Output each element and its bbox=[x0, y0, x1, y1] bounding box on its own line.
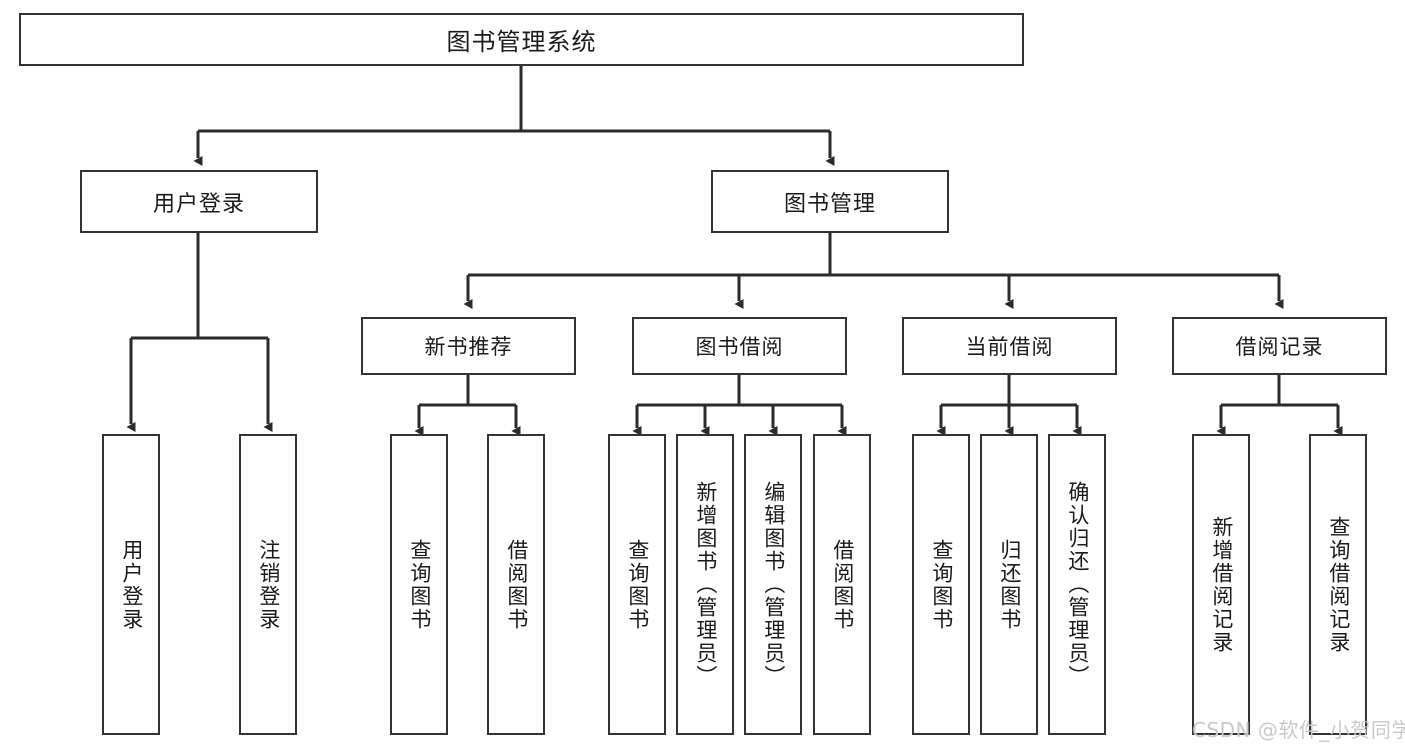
leaf-return-book[interactable]: 归还图书 bbox=[980, 434, 1038, 735]
node-label: 当前借阅 bbox=[965, 335, 1054, 359]
leaf-edit-book-admin[interactable]: 编辑图书（管理员） bbox=[744, 434, 802, 735]
leaf-user-login[interactable]: 用户登录 bbox=[102, 434, 160, 735]
node-label: 图书管理系统 bbox=[446, 28, 597, 56]
leaf-add-borrow-record[interactable]: 新增借阅记录 bbox=[1192, 434, 1250, 735]
node-label: 查询图书 bbox=[929, 538, 954, 631]
node-label: 借阅记录 bbox=[1235, 335, 1324, 359]
leaf-query-book-recommend[interactable]: 查询图书 bbox=[390, 434, 448, 735]
node-root-system[interactable]: 图书管理系统 bbox=[19, 13, 1024, 66]
leaf-query-borrow-record[interactable]: 查询借阅记录 bbox=[1309, 434, 1367, 735]
leaf-borrow-book-recommend[interactable]: 借阅图书 bbox=[487, 434, 545, 735]
node-book-management[interactable]: 图书管理 bbox=[711, 170, 949, 233]
node-label: 用户登录 bbox=[119, 538, 144, 631]
leaf-borrow-book[interactable]: 借阅图书 bbox=[813, 434, 871, 735]
leaf-logout-login[interactable]: 注销登录 bbox=[239, 434, 297, 735]
node-label: 用户登录 bbox=[152, 191, 245, 217]
node-label: 新增图书（管理员） bbox=[693, 481, 718, 688]
node-label: 注销登录 bbox=[256, 538, 281, 631]
node-book-borrow[interactable]: 图书借阅 bbox=[632, 317, 847, 375]
node-label: 借阅图书 bbox=[830, 538, 855, 631]
leaf-confirm-return-admin[interactable]: 确认归还（管理员） bbox=[1048, 434, 1106, 735]
node-label: 查询图书 bbox=[625, 538, 650, 631]
leaf-add-book-admin[interactable]: 新增图书（管理员） bbox=[676, 434, 734, 735]
node-new-book-recommend[interactable]: 新书推荐 bbox=[361, 317, 576, 375]
node-label: 确认归还（管理员） bbox=[1065, 481, 1090, 688]
node-label: 新书推荐 bbox=[424, 335, 513, 359]
node-borrow-record[interactable]: 借阅记录 bbox=[1172, 317, 1387, 375]
node-label: 查询借阅记录 bbox=[1326, 515, 1351, 654]
node-label: 图书管理 bbox=[783, 191, 876, 217]
leaf-query-book-current[interactable]: 查询图书 bbox=[912, 434, 970, 735]
node-label: 新增借阅记录 bbox=[1209, 515, 1234, 654]
node-label: 查询图书 bbox=[407, 538, 432, 631]
csdn-watermark: CSDN @软件_小贺同学 bbox=[1192, 718, 1405, 742]
leaf-query-book-borrow[interactable]: 查询图书 bbox=[608, 434, 666, 735]
node-label: 借阅图书 bbox=[504, 538, 529, 631]
node-label: 编辑图书（管理员） bbox=[761, 481, 786, 688]
node-label: 图书借阅 bbox=[695, 335, 784, 359]
node-current-borrow[interactable]: 当前借阅 bbox=[902, 317, 1117, 375]
node-user-login[interactable]: 用户登录 bbox=[80, 170, 318, 233]
node-label: 归还图书 bbox=[997, 538, 1022, 631]
